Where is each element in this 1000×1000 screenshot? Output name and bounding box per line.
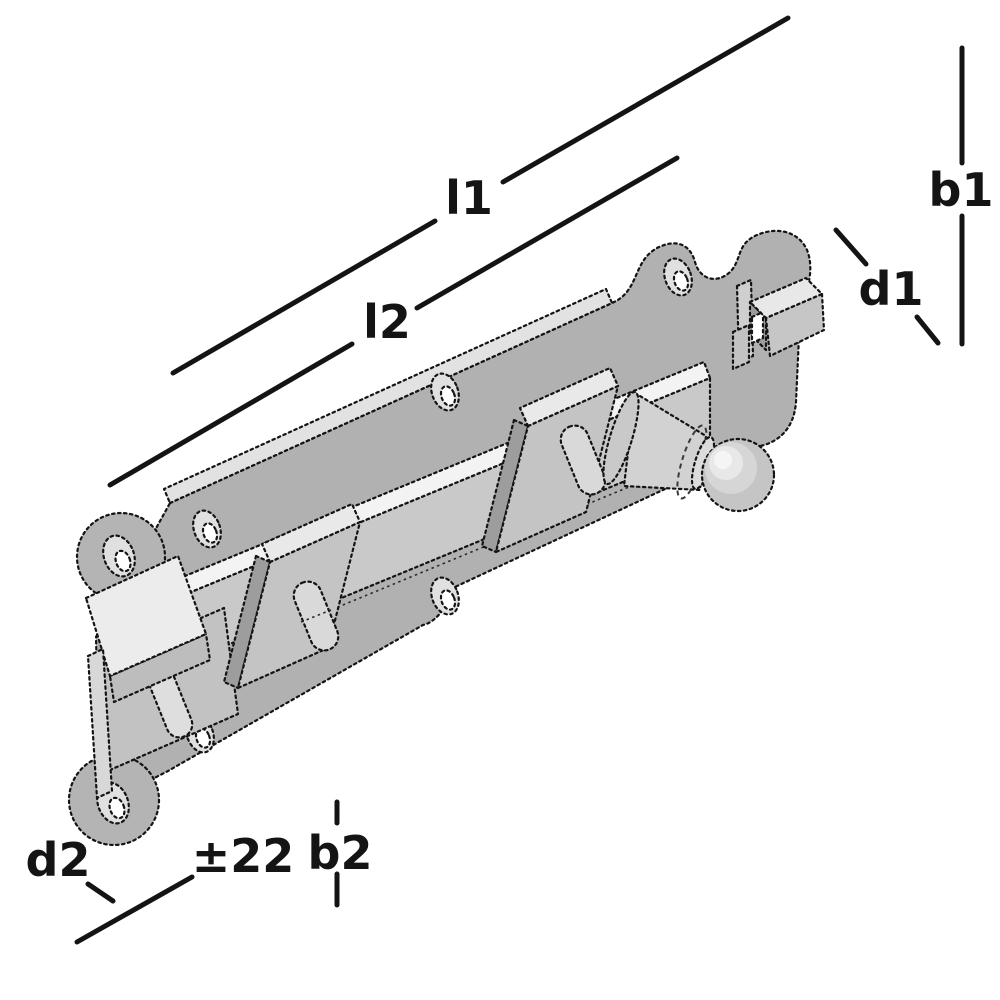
guide-bracket-left (222, 502, 362, 690)
dim-label-d1: d1 (859, 262, 924, 316)
bracket-slot (559, 424, 607, 496)
dim-label-d2: d2 (26, 833, 91, 887)
guide-bracket-right (480, 366, 620, 554)
bracket-top-bevel (518, 366, 620, 428)
screw-hole (102, 534, 136, 578)
dim-label-b2: b2 (308, 826, 373, 880)
screw-hole (663, 257, 693, 297)
screw-hole (192, 509, 222, 549)
fold-top-face (84, 554, 208, 678)
dim-line-l1-left (170, 218, 438, 376)
dim-label-b1: b1 (929, 163, 994, 217)
bracket-top-bevel (260, 502, 362, 564)
screw-hole (430, 372, 460, 412)
dim-line-l1-right (500, 15, 791, 185)
fold-front-strip (108, 632, 212, 704)
dimension-labels: l1 l2 b1 d1 d2 ±22 b2 (26, 163, 994, 887)
knob-neck (622, 391, 708, 492)
dim-line-l2-right (414, 155, 680, 311)
dimension-lines (74, 15, 965, 945)
dim-line-l2-left (107, 341, 355, 488)
left-end-cap-strip (86, 647, 114, 800)
plate-top-bevel (162, 287, 614, 505)
dim-line-pm22 (74, 874, 195, 945)
keeper-hook-foot (731, 323, 751, 371)
keeper-opening (750, 310, 765, 345)
dim-line-d1-upper (833, 227, 869, 267)
knob-ball-highlight (714, 451, 732, 469)
slide-bolt-drawing (67, 229, 826, 847)
dim-label-pm22: ±22 (192, 829, 295, 883)
knob-neck-base (602, 390, 640, 486)
dim-line-d2-tick (85, 881, 116, 904)
left-end-fold (84, 554, 240, 800)
dim-line-d1-lower (914, 314, 941, 346)
keeper-outer-face (764, 292, 826, 358)
dim-label-l1: l1 (445, 171, 493, 225)
knob-handle (602, 390, 776, 513)
screw-hole (430, 576, 460, 616)
dim-label-l2: l2 (363, 295, 411, 349)
keeper-staple (731, 276, 826, 371)
keeper-top-face (748, 276, 824, 320)
screw-holes (96, 257, 693, 825)
